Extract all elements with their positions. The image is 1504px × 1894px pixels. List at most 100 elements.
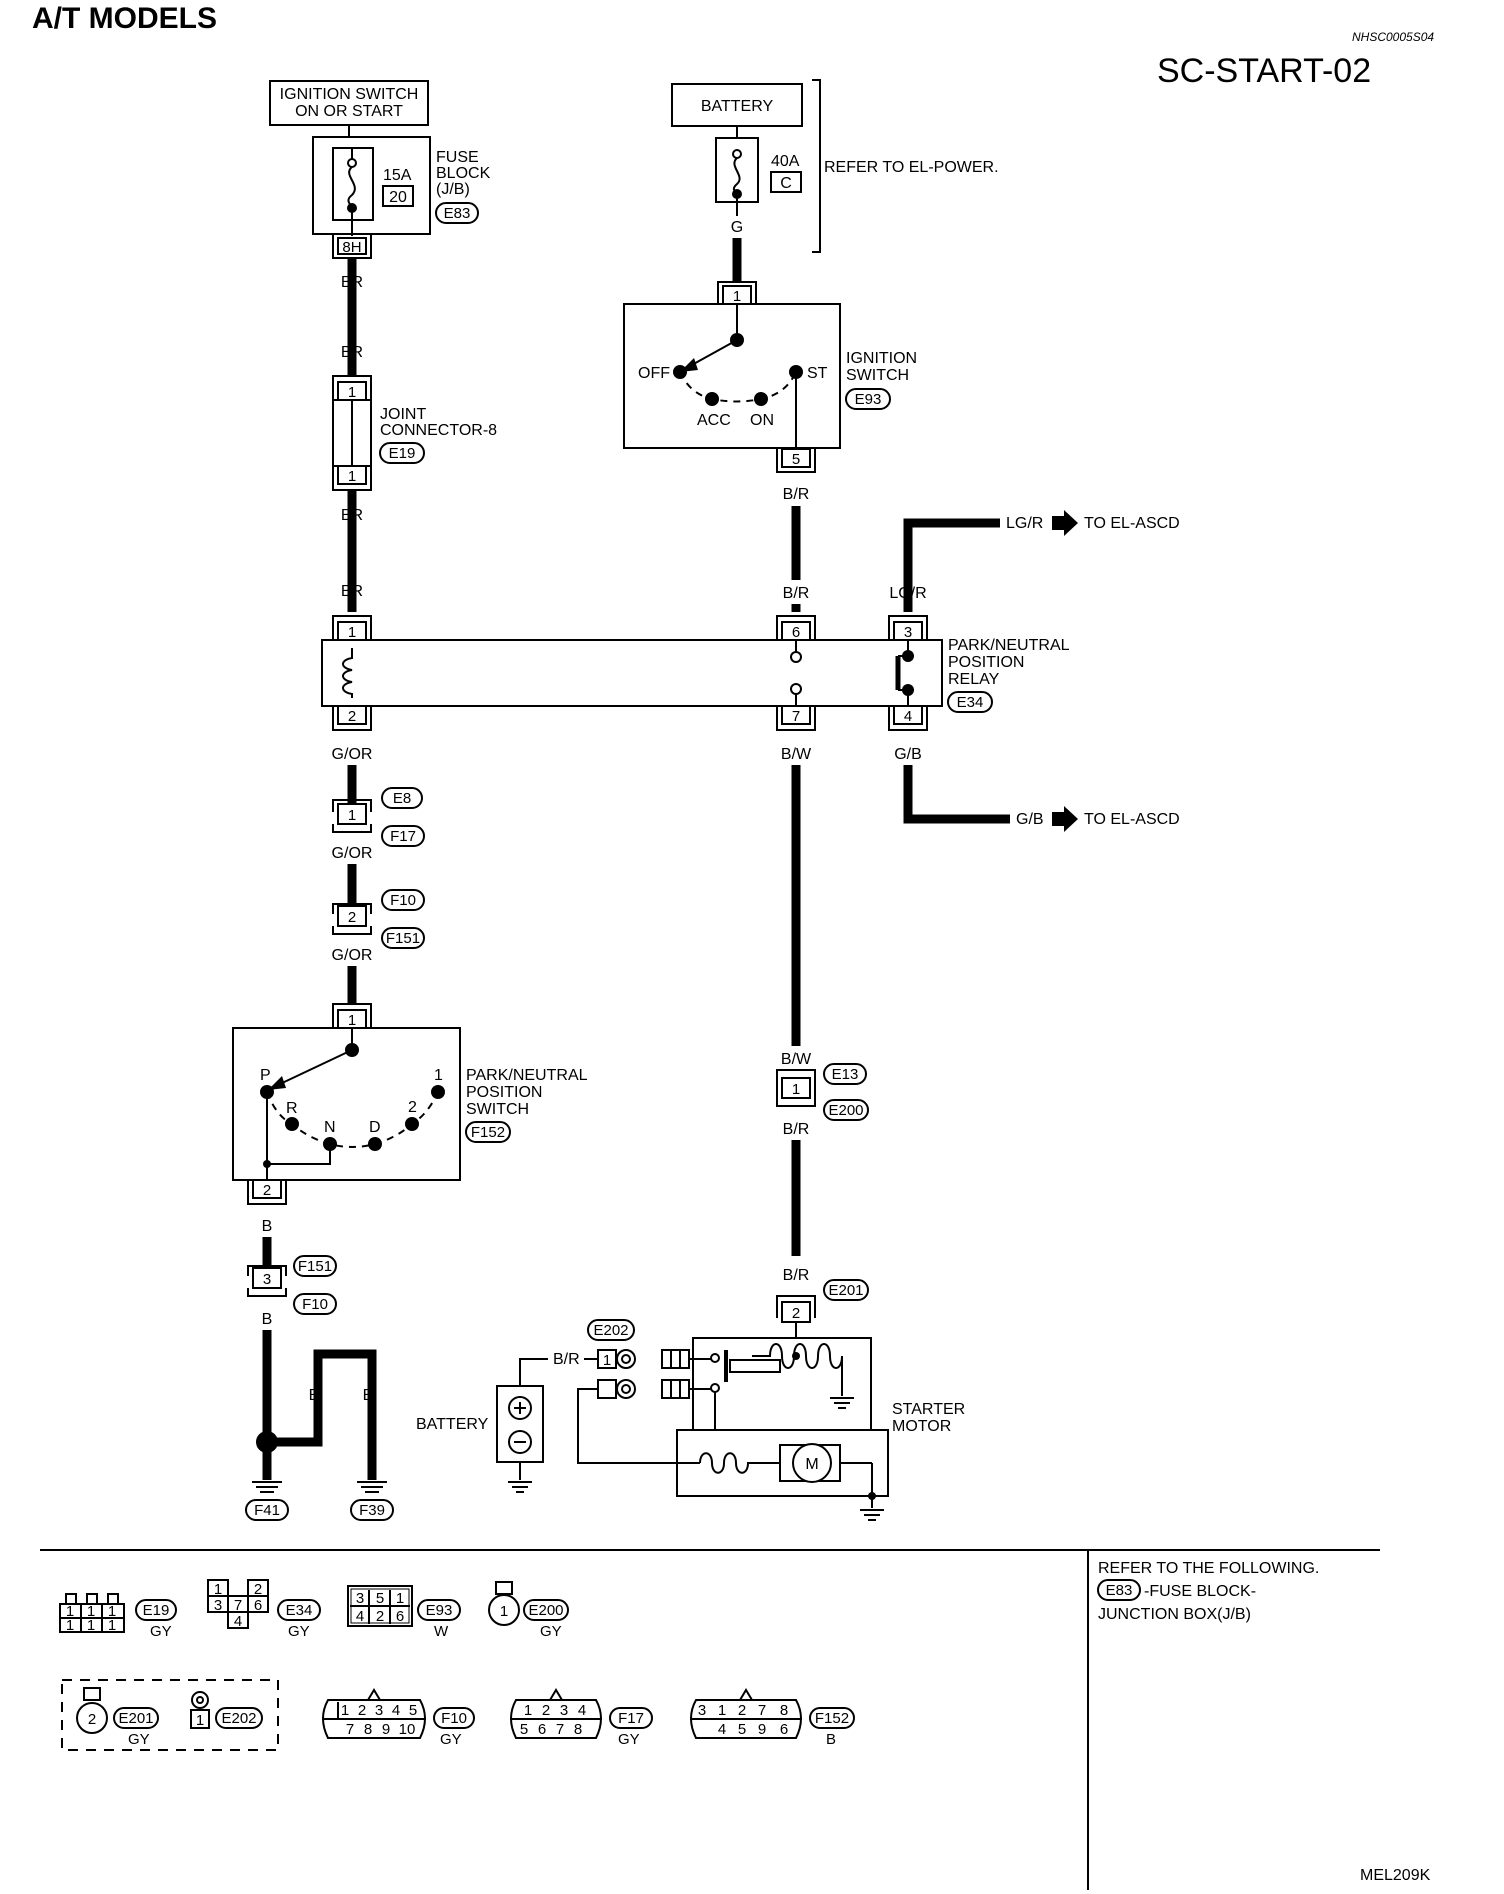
- svg-text:3: 3: [560, 1702, 568, 1719]
- footer-id: MEL209K: [1360, 1867, 1431, 1884]
- svg-text:6: 6: [780, 1721, 788, 1738]
- svg-text:1: 1: [434, 1067, 443, 1084]
- connector-face-f152: 3 1 2 7 8 4 5 9 6 F152 B: [690, 1688, 855, 1748]
- svg-text:OFF: OFF: [638, 365, 670, 382]
- ignition-source-line1: IGNITION SWITCH: [280, 86, 419, 103]
- svg-text:1: 1: [66, 1603, 74, 1620]
- svg-text:B: B: [262, 1311, 273, 1328]
- svg-text:3: 3: [698, 1702, 706, 1719]
- svg-text:B/R: B/R: [783, 486, 810, 503]
- svg-text:GY: GY: [288, 1623, 310, 1640]
- svg-text:G/OR: G/OR: [332, 845, 373, 862]
- svg-text:E200: E200: [528, 1602, 563, 1619]
- svg-text:G: G: [731, 219, 743, 236]
- svg-text:1: 1: [792, 1081, 800, 1098]
- connector-face-e34: 1 2 3 7 6 4 E34 GY: [207, 1579, 321, 1640]
- svg-text:B: B: [363, 1387, 374, 1404]
- svg-text:(J/B): (J/B): [436, 181, 470, 198]
- svg-text:2: 2: [792, 1305, 800, 1322]
- svg-text:6: 6: [254, 1597, 262, 1614]
- conn-f10: F10: [390, 892, 416, 909]
- conn-f152: F152: [471, 1124, 505, 1141]
- svg-text:P: P: [260, 1067, 271, 1084]
- svg-text:7: 7: [758, 1702, 766, 1719]
- conn-f41: F41: [254, 1502, 280, 1519]
- conn-e34: E34: [957, 694, 984, 711]
- svg-text:G/B: G/B: [1016, 811, 1044, 828]
- svg-text:STARTER: STARTER: [892, 1401, 965, 1418]
- refer-el-power: REFER TO EL-POWER.: [824, 159, 999, 176]
- svg-text:BR: BR: [341, 344, 363, 361]
- svg-text:7: 7: [346, 1721, 354, 1738]
- svg-text:8: 8: [780, 1702, 788, 1719]
- svg-text:4: 4: [356, 1608, 364, 1625]
- svg-text:5: 5: [792, 451, 800, 468]
- svg-text:2: 2: [376, 1608, 384, 1625]
- svg-text:F10: F10: [441, 1710, 467, 1727]
- conn-f17: F17: [390, 828, 416, 845]
- section-code: NHSC0005S04: [1352, 30, 1434, 44]
- conn-e200: E200: [828, 1102, 863, 1119]
- svg-text:SWITCH: SWITCH: [466, 1101, 529, 1118]
- svg-text:N: N: [324, 1119, 336, 1136]
- svg-text:SWITCH: SWITCH: [846, 367, 909, 384]
- svg-text:1: 1: [396, 1590, 404, 1607]
- svg-text:POSITION: POSITION: [466, 1084, 542, 1101]
- svg-text:W: W: [434, 1623, 449, 1640]
- conn-e8: E8: [393, 790, 411, 807]
- battery-top-box: [671, 83, 803, 127]
- svg-text:B: B: [826, 1731, 836, 1748]
- conn-e201: E201: [828, 1282, 863, 1299]
- svg-text:2: 2: [348, 909, 356, 926]
- svg-text:4: 4: [904, 708, 912, 725]
- svg-text:7: 7: [556, 1721, 564, 1738]
- svg-text:B: B: [262, 1218, 273, 1235]
- svg-text:6: 6: [792, 624, 800, 641]
- conn-e13: E13: [832, 1066, 859, 1083]
- conn-e202: E202: [593, 1322, 628, 1339]
- svg-text:LG/R: LG/R: [1006, 515, 1043, 532]
- svg-text:1: 1: [603, 1352, 611, 1369]
- svg-text:IGNITION: IGNITION: [846, 350, 917, 367]
- svg-text:1: 1: [87, 1617, 95, 1634]
- conn-f151: F151: [386, 930, 420, 947]
- svg-text:G/OR: G/OR: [332, 947, 373, 964]
- svg-text:CONNECTOR-8: CONNECTOR-8: [380, 422, 497, 439]
- svg-text:8H: 8H: [342, 239, 361, 256]
- svg-text:B: B: [262, 1387, 273, 1404]
- svg-text:RELAY: RELAY: [948, 671, 1000, 688]
- connector-face-e201: 2 E201 GY: [76, 1687, 159, 1748]
- svg-text:2: 2: [408, 1099, 417, 1116]
- svg-text:TO EL-ASCD: TO EL-ASCD: [1084, 811, 1180, 828]
- connector-face-e202: 1 E202: [190, 1691, 263, 1729]
- svg-text:4: 4: [578, 1702, 586, 1719]
- svg-text:BATTERY: BATTERY: [416, 1416, 489, 1433]
- svg-text:GY: GY: [128, 1731, 150, 1748]
- svg-text:2: 2: [263, 1182, 271, 1199]
- svg-text:E34: E34: [286, 1602, 313, 1619]
- svg-text:1: 1: [108, 1617, 116, 1634]
- svg-text:E202: E202: [221, 1710, 256, 1727]
- svg-text:5: 5: [409, 1702, 417, 1719]
- svg-text:BR: BR: [341, 583, 363, 600]
- svg-text:10: 10: [399, 1721, 416, 1738]
- svg-text:TO EL-ASCD: TO EL-ASCD: [1084, 515, 1180, 532]
- svg-text:LG/R: LG/R: [889, 585, 926, 602]
- svg-text:6: 6: [396, 1608, 404, 1625]
- svg-text:B/R: B/R: [553, 1351, 580, 1368]
- page-title: A/T MODELS: [32, 2, 217, 35]
- ignition-source-box: [269, 80, 429, 126]
- svg-text:2: 2: [358, 1702, 366, 1719]
- park-neutral-relay: [321, 639, 943, 707]
- svg-text:ST: ST: [807, 365, 828, 382]
- svg-text:1: 1: [214, 1581, 222, 1598]
- svg-text:4: 4: [392, 1702, 400, 1719]
- svg-text:1: 1: [348, 1012, 356, 1029]
- svg-text:15A: 15A: [383, 167, 412, 184]
- svg-text:9: 9: [382, 1721, 390, 1738]
- battery-top-label: BATTERY: [701, 98, 774, 115]
- diagram-id: SC-START-02: [1157, 52, 1371, 90]
- refer-line1: REFER TO THE FOLLOWING.: [1098, 1560, 1319, 1577]
- svg-text:G/B: G/B: [894, 746, 922, 763]
